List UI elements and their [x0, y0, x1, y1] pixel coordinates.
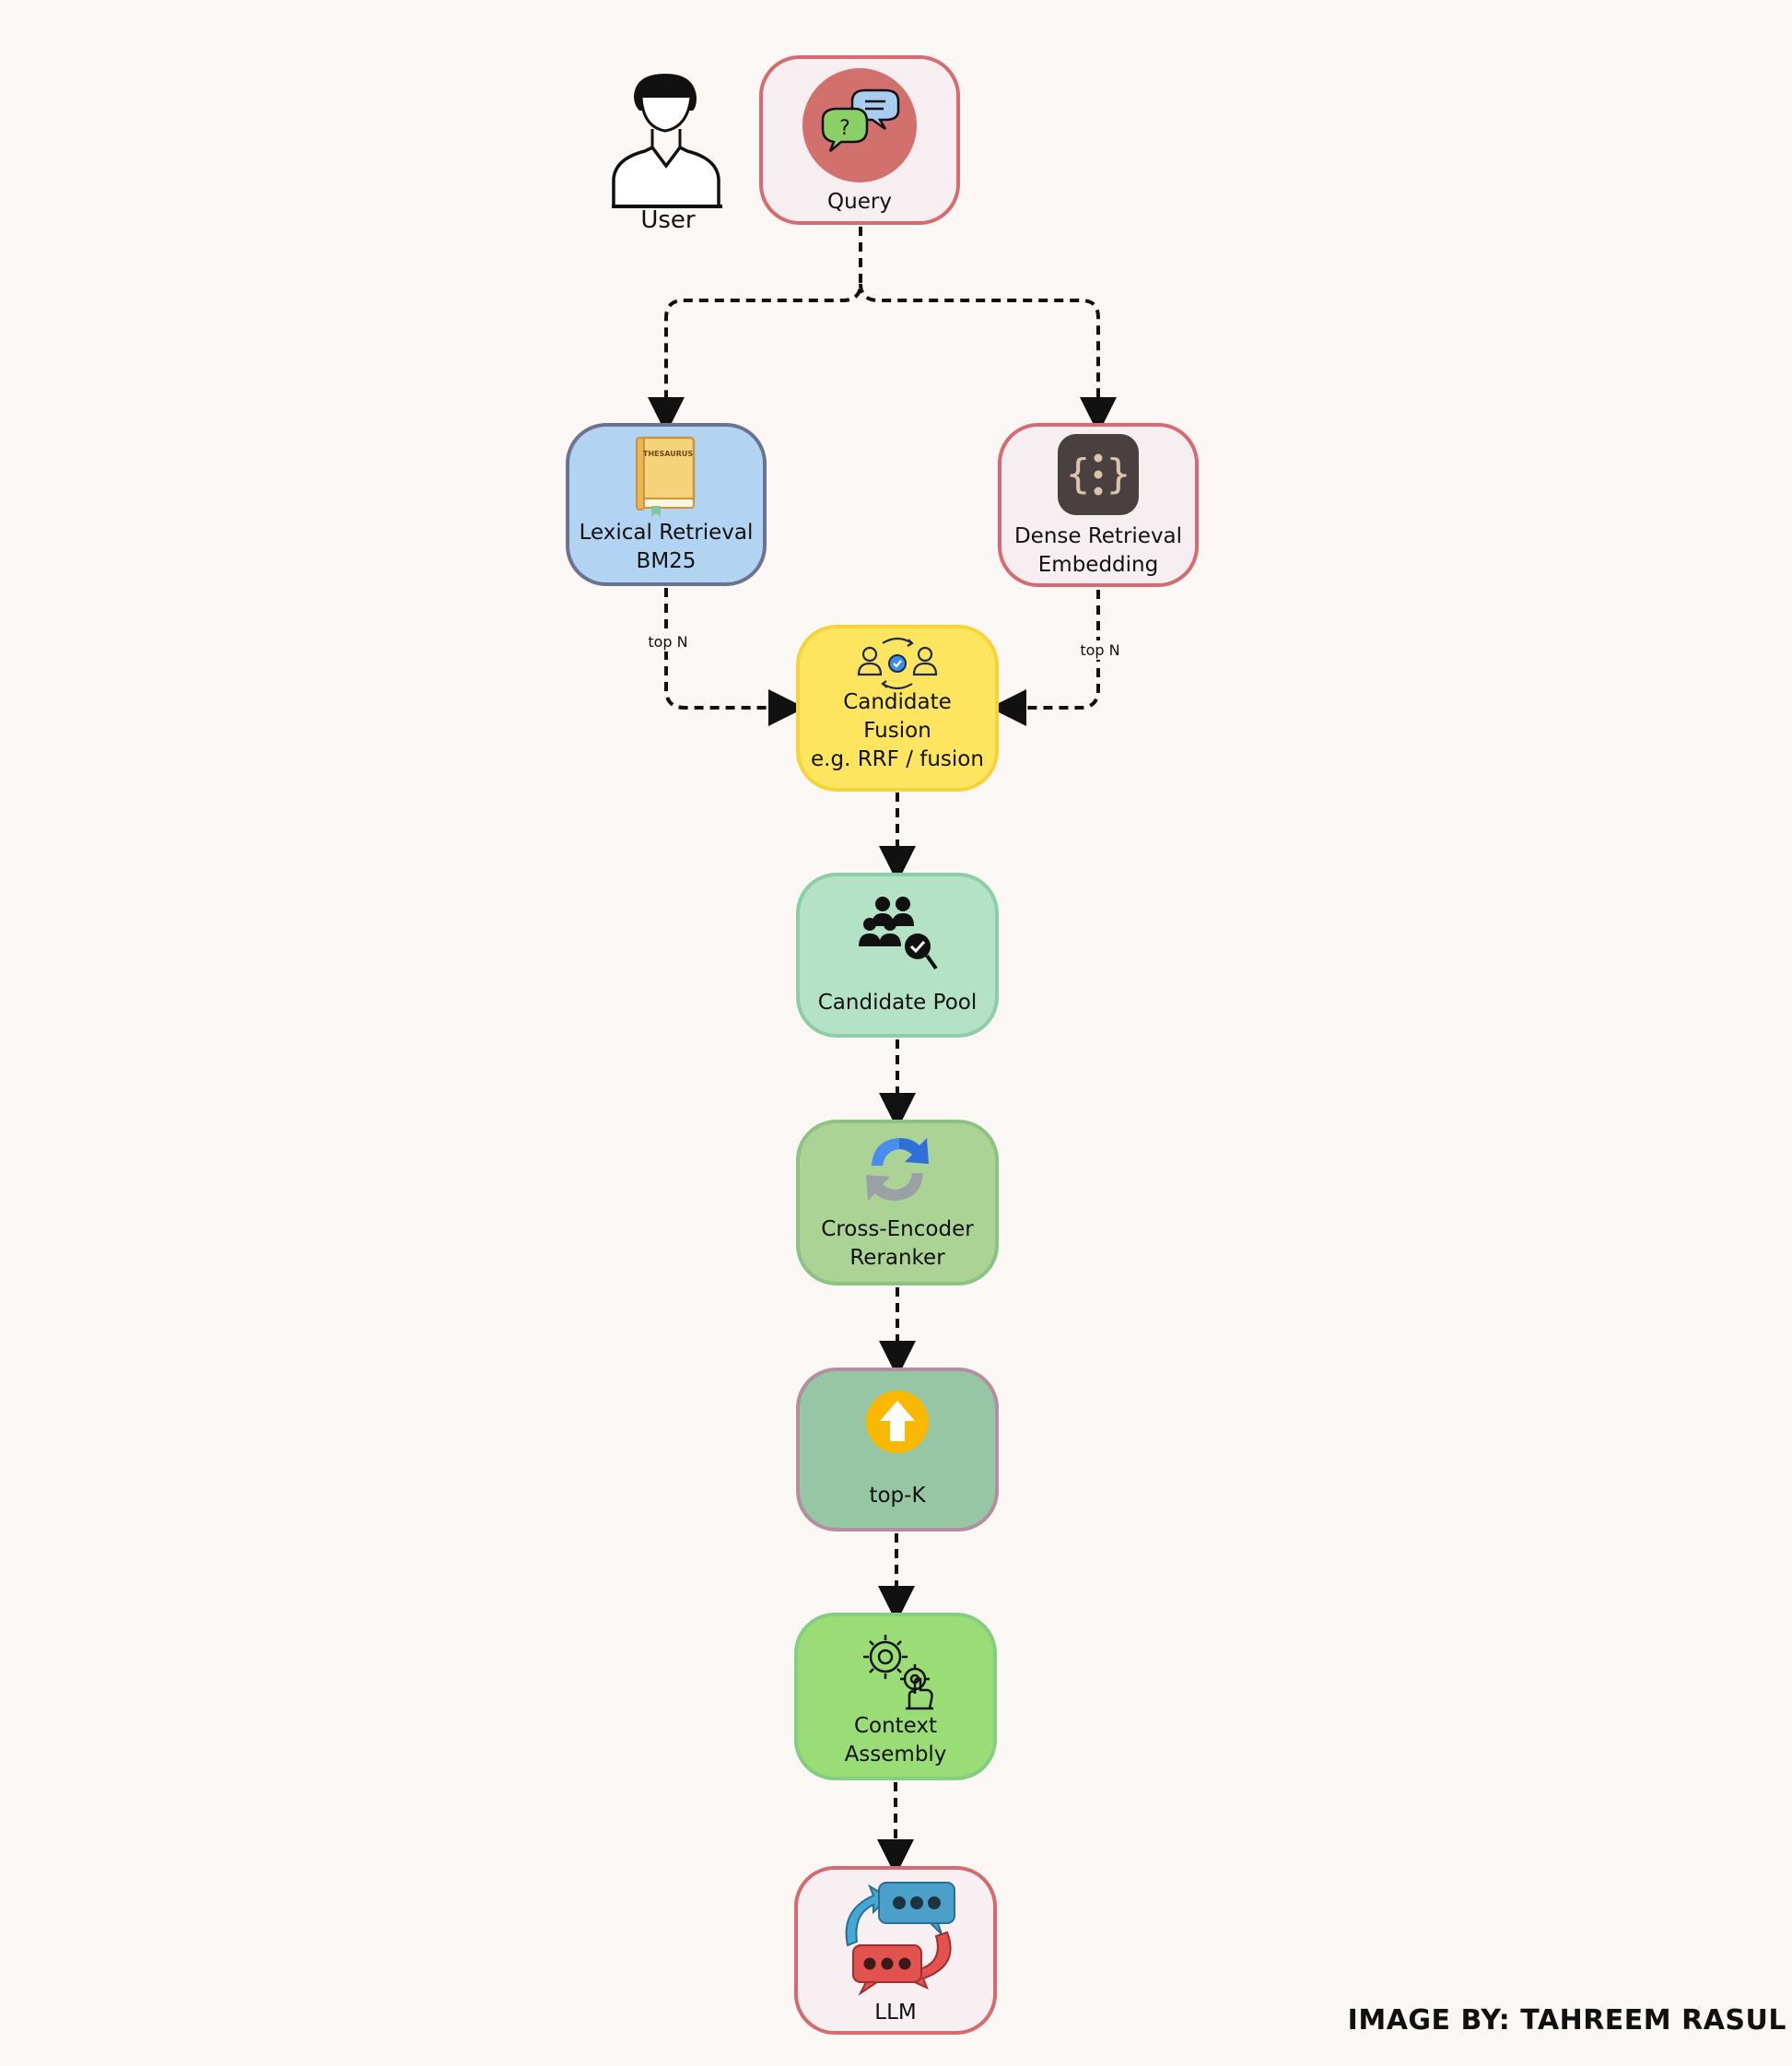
lexical-label-line2: BM25 [636, 549, 697, 573]
reranker-label-line1: Cross-Encoder [821, 1217, 974, 1241]
dense-label-line1: Dense Retrieval [1013, 524, 1183, 548]
pool-label: Candidate Pool [817, 991, 978, 1015]
people-exchange-icon [857, 637, 938, 690]
fusion-label-line3: e.g. RRF / fusion [811, 747, 984, 771]
svg-text:?: ? [839, 117, 850, 140]
cross-encoder-reranker-node[interactable]: Cross-Encoder Reranker [796, 1120, 999, 1285]
image-credit: IMAGE BY: TAHREEM RASUL [1347, 2004, 1786, 2037]
dense-retrieval-node[interactable]: { } Dense Retrieval Embedding [998, 423, 1199, 587]
reranker-label-line2: Reranker [849, 1246, 945, 1270]
dense-label-line2: Embedding [1037, 553, 1159, 577]
fusion-label-line1: Candidate [843, 690, 952, 714]
context-label-line1: Context [853, 1714, 938, 1738]
book-cover-text: THESAURUS [643, 450, 693, 458]
edge-dense-to-fusion [990, 590, 1100, 726]
up-arrow-circle-icon [866, 1391, 929, 1453]
people-search-icon [859, 897, 938, 970]
svg-text:{: { [1066, 451, 1091, 498]
llm-label: LLM [874, 2001, 917, 2025]
context-label-line2: Assembly [844, 1743, 947, 1767]
topk-label: top-K [869, 1484, 926, 1508]
curly-braces-icon: { } [1058, 434, 1139, 515]
llm-node[interactable]: LLM [794, 1866, 997, 2035]
refresh-arrows-icon [866, 1138, 929, 1201]
query-label: Query [827, 190, 892, 214]
fusion-label-line2: Fusion [863, 719, 931, 743]
chat-question-icon: ? [802, 68, 917, 182]
user-avatar-icon [612, 74, 722, 208]
edge-label-lexical: top N [643, 632, 693, 651]
candidate-fusion-node[interactable]: Candidate Fusion e.g. RRF / fusion [796, 625, 999, 792]
gears-hand-icon [863, 1635, 933, 1710]
edge-label-dense: top N [1075, 640, 1125, 660]
context-assembly-node[interactable]: Context Assembly [794, 1613, 997, 1780]
edge-lexical-to-fusion [664, 588, 805, 726]
svg-text:}: } [1107, 451, 1131, 498]
chat-bubbles-cycle-icon [845, 1882, 955, 1996]
thesaurus-book-icon: THESAURUS [636, 436, 696, 517]
edge-query-to-lexical [648, 227, 862, 434]
lexical-retrieval-node[interactable]: THESAURUS Lexical Retrieval BM25 [566, 423, 767, 586]
query-node[interactable]: ? Query [759, 55, 960, 225]
lexical-label-line1: Lexical Retrieval [579, 521, 754, 545]
top-k-node[interactable]: top-K [796, 1368, 999, 1532]
user-label: User [640, 206, 696, 234]
edge-query-to-dense [859, 283, 1117, 434]
candidate-pool-node[interactable]: Candidate Pool [796, 873, 999, 1038]
